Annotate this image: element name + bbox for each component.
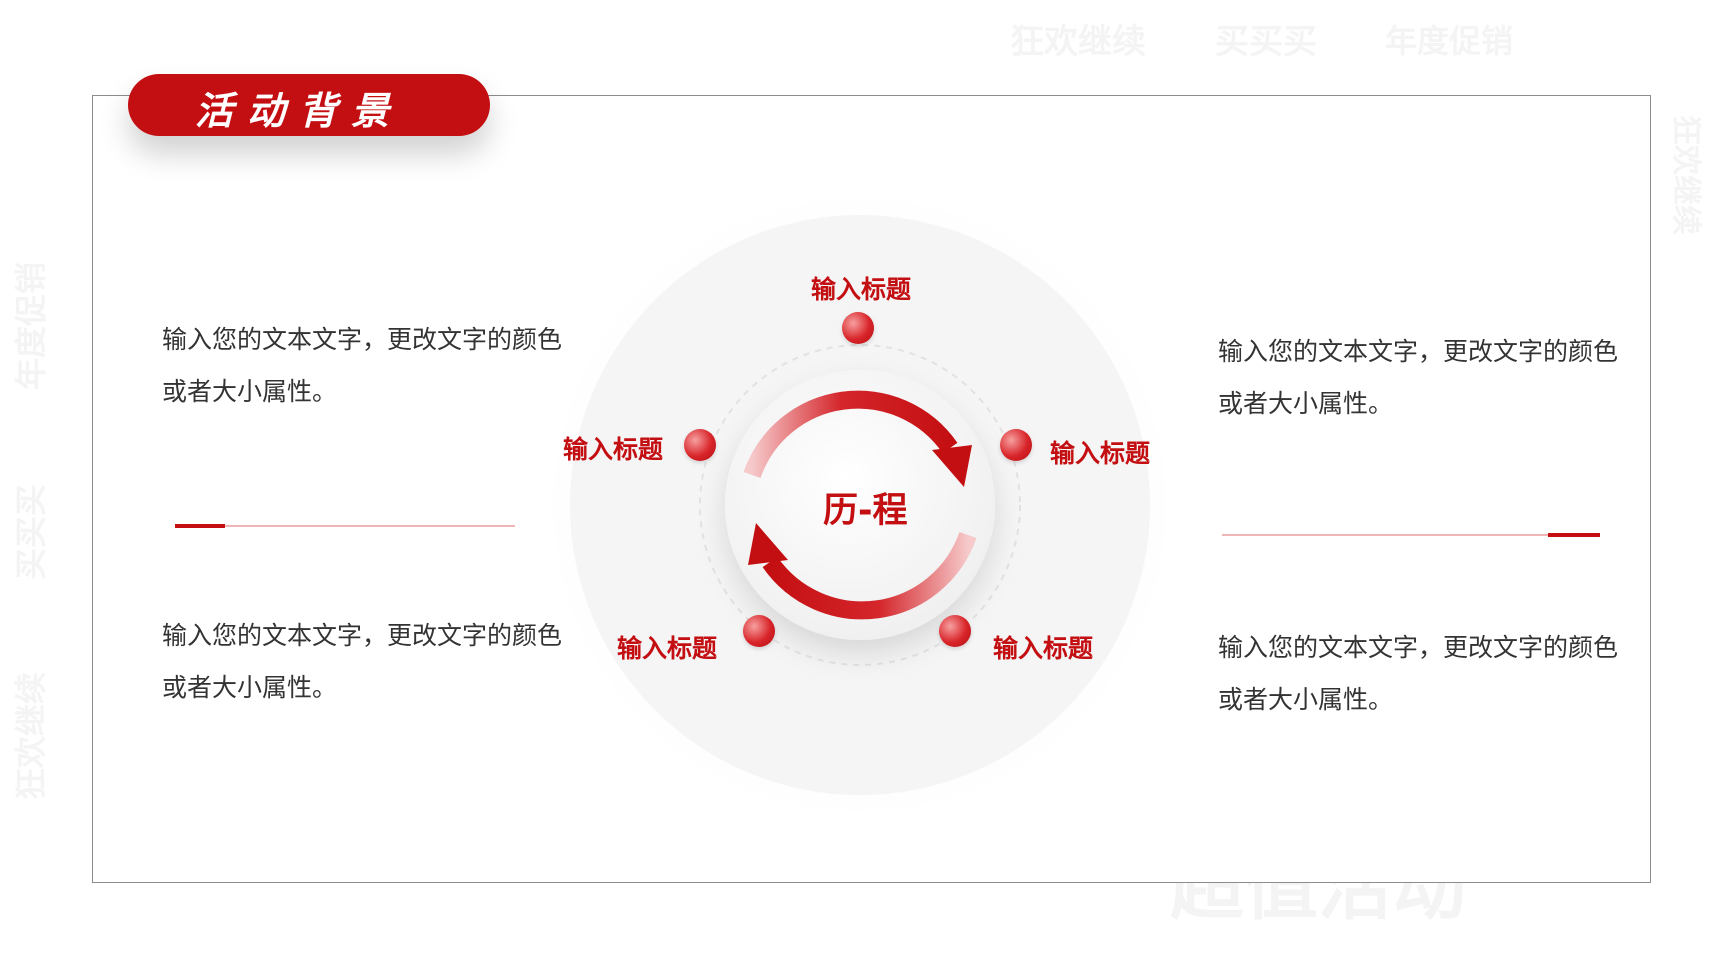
arrowhead-bottom xyxy=(748,523,788,565)
cycle-center-label: 历-程 xyxy=(823,491,908,531)
arrowhead-top xyxy=(932,445,972,487)
watermark-word: 年度促销 xyxy=(1385,22,1514,60)
node-label-right: 输入标题 xyxy=(1050,439,1151,468)
node-dot-top xyxy=(842,312,874,344)
node-dot-left xyxy=(684,429,716,461)
section-title-badge xyxy=(128,74,490,136)
left-text-top: 输入您的文本文字，更改文字的颜色或者大小属性。 xyxy=(162,325,563,406)
arrow-arc-bottom xyxy=(762,531,977,620)
node-dot-bottom-right xyxy=(939,615,971,647)
dashed-orbit xyxy=(699,344,1021,666)
center-disc xyxy=(725,370,995,640)
right-text-bottom: 输入您的文本文字，更改文字的颜色或者大小属性。 xyxy=(1218,633,1619,714)
right-text-top: 输入您的文本文字，更改文字的颜色或者大小属性。 xyxy=(1218,337,1619,418)
node-dot-right xyxy=(1000,429,1032,461)
watermark-word: 买买买 xyxy=(1215,22,1317,62)
node-dot-bottom-left xyxy=(743,615,775,647)
arrow-arc-top xyxy=(743,390,958,479)
left-text-bottom: 输入您的文本文字，更改文字的颜色或者大小属性。 xyxy=(162,621,563,702)
node-label-left: 输入标题 xyxy=(563,435,664,464)
node-label-bottom-left: 输入标题 xyxy=(617,634,718,663)
section-title: 活动背景 xyxy=(195,89,404,133)
watermark-word: 狂欢继续 xyxy=(1010,22,1146,62)
node-label-bottom-right: 输入标题 xyxy=(993,634,1094,663)
node-label-top: 输入标题 xyxy=(811,275,912,304)
